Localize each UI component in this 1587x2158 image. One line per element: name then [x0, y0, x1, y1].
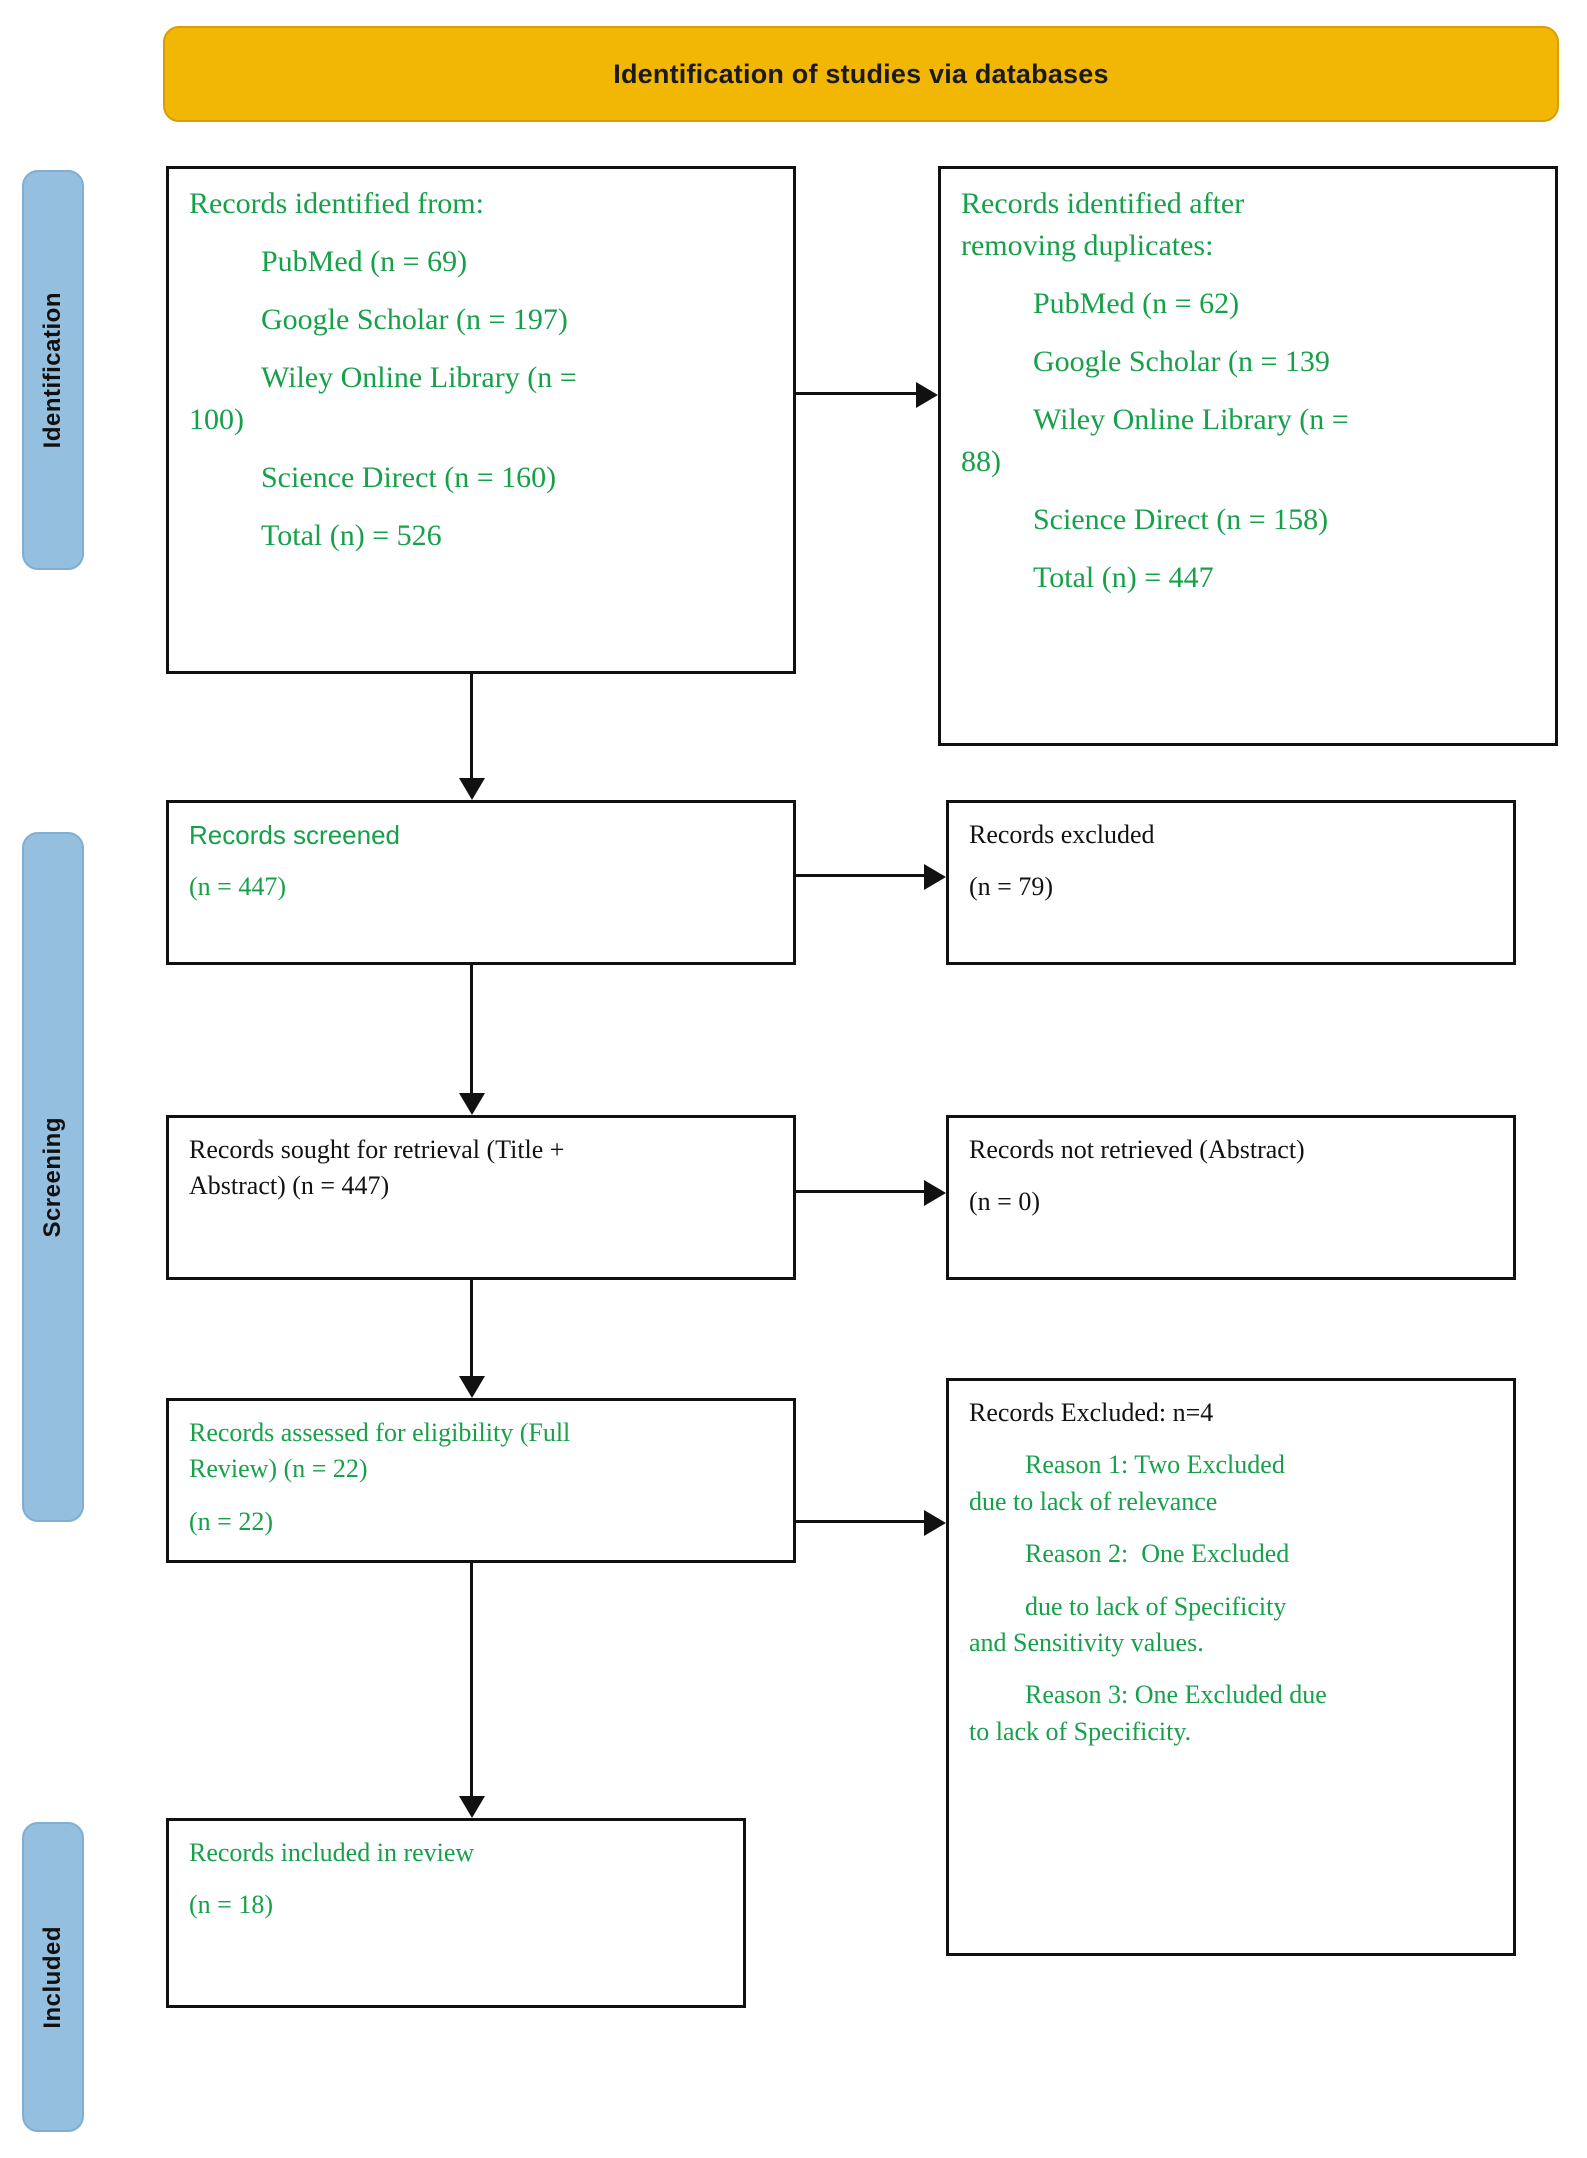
box-records-not-retrieved: Records not retrieved (Abstract) (n = 0): [946, 1115, 1516, 1280]
arrow-down-icon: [459, 1796, 485, 1818]
source-science-direct: Science Direct (n = 160): [261, 461, 557, 494]
stage-label-text: Included: [39, 1925, 66, 2029]
box-heading: Records included in review: [189, 1838, 475, 1867]
box-heading-line1: Records identified after: [961, 187, 1245, 220]
source-wiley-online-library-cont: 88): [961, 445, 1001, 478]
connector-screened-to-sought: [470, 965, 473, 1093]
connector-eligibility-to-excluded-reasons: [796, 1520, 924, 1523]
connector-eligibility-to-included: [470, 1563, 473, 1796]
connector-screened-to-excluded: [796, 874, 924, 877]
box-heading-line2: Abstract) (n = 447): [189, 1171, 390, 1201]
box-count: (n = 0): [969, 1187, 1040, 1217]
exclusion-reason-2-line3: and Sensitivity values.: [969, 1627, 1204, 1657]
exclusion-reason-3-line1: Reason 3: One Excluded due: [1025, 1680, 1327, 1710]
box-heading-line1: Records sought for retrieval (Title +: [189, 1135, 565, 1164]
arrow-right-icon: [924, 1510, 946, 1536]
exclusion-reason-3-line2: to lack of Specificity.: [969, 1716, 1192, 1746]
stage-label-text: Screening: [39, 1116, 66, 1238]
box-records-included-in-review: Records included in review (n = 18): [166, 1818, 746, 2008]
connector-sought-to-not-retrieved: [796, 1190, 924, 1193]
connector-identified-to-screened: [470, 674, 473, 778]
box-records-excluded: Records excluded (n = 79): [946, 800, 1516, 965]
exclusion-reason-2-line1: Reason 2: One Excluded: [1025, 1539, 1290, 1569]
arrow-right-icon: [916, 382, 938, 408]
source-total: Total (n) = 526: [261, 519, 442, 552]
connector-sought-to-eligibility: [470, 1280, 473, 1376]
box-records-identified: Records identified from: PubMed (n = 69)…: [166, 166, 796, 674]
box-records-deduplicated: Records identified after removing duplic…: [938, 166, 1558, 746]
box-records-assessed-for-eligibility: Records assessed for eligibility (Full R…: [166, 1398, 796, 1563]
page-title: Identification of studies via databases: [613, 58, 1109, 89]
box-count: (n = 22): [189, 1506, 273, 1536]
box-heading: Records identified from:: [189, 187, 484, 220]
box-heading-line2: removing duplicates:: [961, 229, 1214, 262]
box-count: (n = 79): [969, 872, 1053, 902]
stage-label-included: Included: [22, 1822, 84, 2132]
arrow-down-icon: [459, 1093, 485, 1115]
box-heading: Records not retrieved (Abstract): [969, 1135, 1305, 1164]
box-records-screened: Records screened (n = 447): [166, 800, 796, 965]
box-heading: Records screened: [189, 820, 400, 850]
box-count: (n = 18): [189, 1890, 273, 1920]
box-heading-line2: Review) (n = 22): [189, 1454, 368, 1484]
source-pubmed: PubMed (n = 62): [1033, 287, 1240, 320]
source-wiley-online-library-cont: 100): [189, 403, 244, 436]
exclusion-reason-1-line2: due to lack of relevance: [969, 1486, 1218, 1516]
source-google-scholar: Google Scholar (n = 139: [1033, 345, 1330, 378]
box-records-excluded-reasons: Records Excluded: n=4 Reason 1: Two Excl…: [946, 1378, 1516, 1956]
source-google-scholar: Google Scholar (n = 197): [261, 303, 568, 336]
exclusion-reason-1-line1: Reason 1: Two Excluded: [1025, 1450, 1285, 1480]
diagram-header-banner: Identification of studies via databases: [163, 26, 1559, 122]
box-heading: Records excluded: [969, 820, 1155, 849]
source-pubmed: PubMed (n = 69): [261, 245, 468, 278]
source-wiley-online-library: Wiley Online Library (n =: [1033, 403, 1349, 436]
stage-label-screening: Screening: [22, 832, 84, 1522]
box-heading: Records Excluded: n=4: [969, 1398, 1214, 1427]
exclusion-reason-2-line2: due to lack of Specificity: [1025, 1591, 1287, 1621]
source-total: Total (n) = 447: [1033, 561, 1214, 594]
source-science-direct: Science Direct (n = 158): [1033, 503, 1329, 536]
box-records-sought-for-retrieval: Records sought for retrieval (Title + Ab…: [166, 1115, 796, 1280]
stage-label-text: Identification: [39, 291, 66, 449]
connector-identified-to-deduplicated: [796, 392, 916, 395]
box-count: (n = 447): [189, 872, 286, 902]
arrow-right-icon: [924, 864, 946, 890]
stage-label-identification: Identification: [22, 170, 84, 570]
arrow-right-icon: [924, 1180, 946, 1206]
box-heading-line1: Records assessed for eligibility (Full: [189, 1418, 571, 1447]
source-wiley-online-library: Wiley Online Library (n =: [261, 361, 577, 394]
arrow-down-icon: [459, 1376, 485, 1398]
arrow-down-icon: [459, 778, 485, 800]
